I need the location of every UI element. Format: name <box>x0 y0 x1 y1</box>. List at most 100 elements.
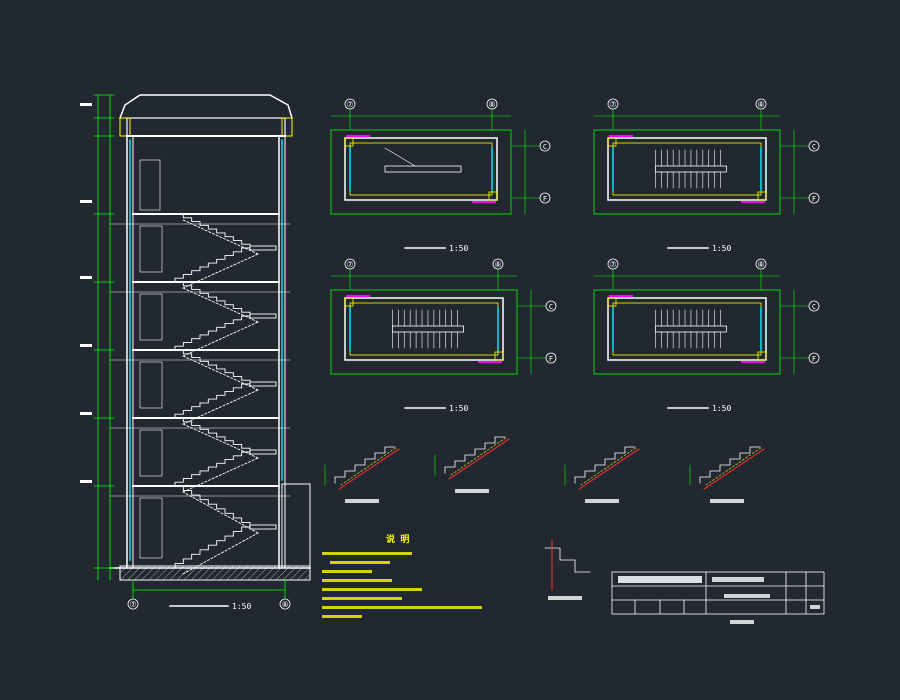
detail-steps <box>334 446 396 484</box>
notes-title: 说 明 <box>386 533 409 545</box>
plan-outer-dim-frame <box>330 129 512 215</box>
plan-scale-text: 1:50 <box>449 404 468 413</box>
plan-axis-bubble <box>808 300 820 312</box>
plan-axis-bubble <box>607 258 619 270</box>
plan-column <box>494 351 504 361</box>
stair-arrow <box>384 147 416 167</box>
detail-rebar <box>450 436 508 476</box>
plan-outer-dim-frame <box>330 289 518 375</box>
stair-soffit <box>182 491 259 534</box>
plan-column <box>344 137 354 147</box>
plan-axis-bubble <box>486 98 498 110</box>
stair-soffit <box>182 457 259 493</box>
stair-landing <box>249 449 277 455</box>
plan-scale-text: 1:50 <box>712 404 731 413</box>
note-line-glyphs <box>322 597 402 600</box>
plan-wall-inner <box>612 302 762 356</box>
stair-landing <box>249 524 277 530</box>
plan-axis-label: F <box>812 355 816 363</box>
node-detail <box>544 539 591 600</box>
plan-axis-bubble <box>808 192 820 204</box>
roof-parapet <box>126 117 286 137</box>
elevation-label-glyphs <box>80 344 92 347</box>
roof-hatch-right <box>281 117 293 137</box>
plan-column <box>757 351 767 361</box>
floor-plan: ⑦ ⑧ C F 1:50 <box>593 258 820 413</box>
note-line-glyphs <box>322 615 362 618</box>
stair-soffit <box>182 321 259 357</box>
plan-wall-inner <box>612 142 762 196</box>
stair-well <box>655 165 727 173</box>
plan-axis-bubble <box>545 352 557 364</box>
entrance-canopy <box>281 483 311 569</box>
plan-wall-outer <box>344 297 504 361</box>
door-opening <box>139 497 163 559</box>
note-line-glyphs <box>330 561 390 564</box>
plan-column <box>607 297 617 307</box>
stair-flight <box>174 247 251 283</box>
plan-axis-label: ⑦ <box>609 260 616 269</box>
plan-axis-bubble <box>492 258 504 270</box>
title-block-frame <box>611 571 825 615</box>
roof-hatch <box>119 117 131 137</box>
plan-axis-label: ⑦ <box>346 260 353 269</box>
plan-axis-label: ⑧ <box>757 260 764 269</box>
stair-flight <box>174 349 251 385</box>
plan-axis-bubble <box>545 300 557 312</box>
plan-axis-bubble <box>607 98 619 110</box>
stair-detail <box>324 446 400 503</box>
stair-detail <box>434 436 510 493</box>
detail-slab <box>338 448 400 490</box>
detail-slab <box>578 448 640 490</box>
tb-drawing-title-glyphs <box>724 594 770 598</box>
stair-soffit <box>182 355 259 391</box>
stair-flight <box>174 451 251 487</box>
detail-steps <box>574 446 636 484</box>
stair-soffit <box>182 389 259 425</box>
detail-rebar <box>580 446 638 486</box>
detail-title-glyphs <box>455 489 489 493</box>
detail-steps <box>699 446 761 484</box>
plan-axis-bubble <box>344 98 356 110</box>
plan-axis-bubble <box>755 258 767 270</box>
plan-axis-label: C <box>812 303 816 311</box>
stair-detail <box>689 446 765 503</box>
stair-flight <box>174 281 251 317</box>
elevation-label-glyphs <box>80 276 92 279</box>
stair-well <box>655 325 727 333</box>
section-elevation-dimensions <box>80 94 115 581</box>
roof-door <box>139 159 161 211</box>
detail-title-glyphs <box>345 499 379 503</box>
plan-axis-label: C <box>543 143 547 151</box>
section-stair-flights <box>139 159 277 575</box>
stair-landing <box>249 313 277 319</box>
stair-flight <box>174 485 251 528</box>
detail-title-glyphs <box>585 499 619 503</box>
elevation-label-glyphs <box>80 412 92 415</box>
tb-project-glyphs <box>712 577 764 582</box>
plan-axis-bubble <box>539 192 551 204</box>
section-axis-bubble-left <box>127 598 139 610</box>
plan-axis-label: ⑦ <box>609 100 616 109</box>
door-opening <box>139 293 163 341</box>
plan-axis-bubble <box>539 140 551 152</box>
stair-details <box>324 436 765 600</box>
node-detail-steps <box>544 547 591 573</box>
plan-axis-label: F <box>543 195 547 203</box>
detail-slab <box>448 438 510 480</box>
node-detail-title-glyphs <box>548 596 582 600</box>
stair-landing <box>249 245 277 251</box>
plan-column <box>344 297 354 307</box>
tb-company-glyphs <box>618 576 702 583</box>
plan-scale-text: 1:50 <box>712 244 731 253</box>
section-glazing <box>129 139 283 561</box>
detail-rebar <box>340 446 398 486</box>
tb-bottom-glyphs <box>730 620 754 624</box>
stair-flight <box>174 383 251 419</box>
stair-landing-plan <box>384 165 462 173</box>
